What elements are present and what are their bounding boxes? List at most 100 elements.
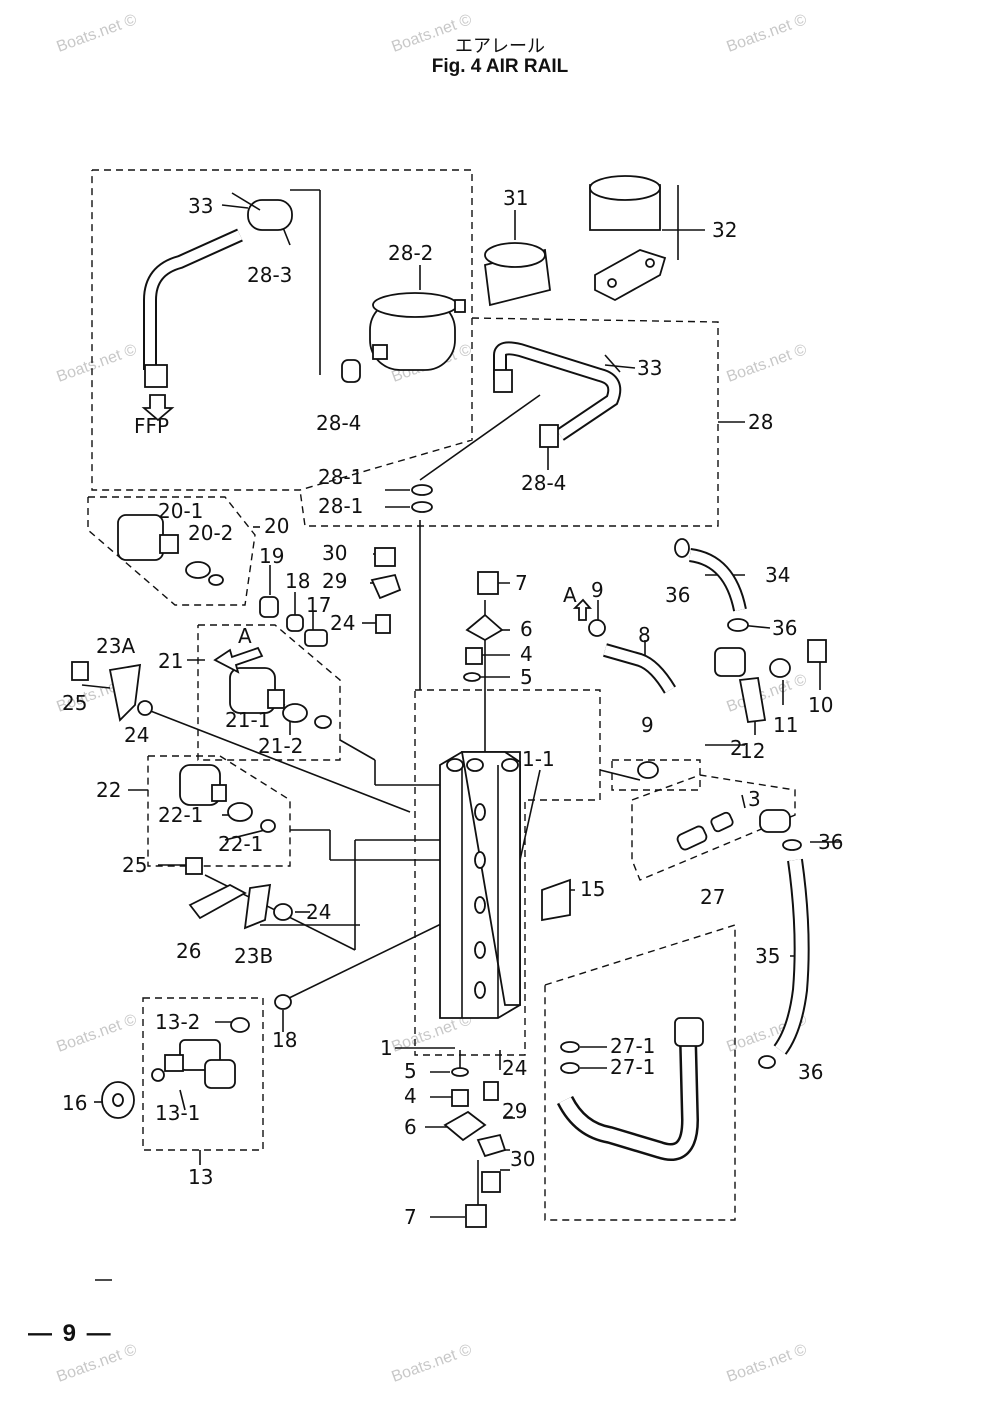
bracket-23a bbox=[108, 663, 142, 722]
label-29: 29 bbox=[502, 1099, 527, 1123]
o-ring-27-1 bbox=[560, 1062, 580, 1074]
label-5: 5 bbox=[520, 665, 533, 689]
label-22: 22 bbox=[96, 778, 121, 802]
part-labels: 33 28-3 28-2 31 32 33 28 28-4 28-4 28-1 … bbox=[62, 186, 843, 1229]
group-box-1 bbox=[414, 689, 601, 1056]
label-22-1: 22-1 bbox=[218, 832, 263, 856]
label-31: 31 bbox=[503, 186, 528, 210]
label-36: 36 bbox=[798, 1060, 823, 1084]
clamp-9 bbox=[588, 619, 606, 637]
group-box-20 bbox=[87, 496, 256, 606]
label-23b: 23B bbox=[234, 944, 273, 968]
bolt-25-top bbox=[71, 661, 89, 681]
label-36: 36 bbox=[818, 830, 843, 854]
label-24: 24 bbox=[124, 723, 149, 747]
label-6: 6 bbox=[404, 1115, 417, 1139]
clamp-36-bottom bbox=[758, 1055, 776, 1069]
label-21: 21 bbox=[158, 649, 183, 673]
label-12: 12 bbox=[740, 739, 765, 763]
label-10: 10 bbox=[808, 693, 833, 717]
label-16: 16 bbox=[62, 1091, 87, 1115]
group-box-9 bbox=[611, 759, 701, 791]
label-17: 17 bbox=[306, 593, 331, 617]
label-18: 18 bbox=[272, 1028, 297, 1052]
bolt-7-bottom bbox=[465, 1204, 487, 1228]
label-28-4: 28-4 bbox=[316, 411, 361, 435]
collar-24-mid bbox=[273, 903, 293, 921]
label-19: 19 bbox=[259, 544, 284, 568]
o-ring-28-1 bbox=[411, 484, 433, 496]
pressure-sensor-13 bbox=[151, 1017, 250, 1089]
label-6: 6 bbox=[520, 617, 533, 641]
o-ring-28-1 bbox=[411, 501, 433, 513]
label-28-1: 28-1 bbox=[318, 465, 363, 489]
label-32: 32 bbox=[712, 218, 737, 242]
label-a: A bbox=[238, 624, 252, 648]
insulator-4-top bbox=[465, 647, 483, 665]
figure-title: Fig. 4 AIR RAIL bbox=[431, 56, 569, 77]
label-4: 4 bbox=[520, 642, 533, 666]
hose-fitting bbox=[144, 364, 168, 388]
label-36: 36 bbox=[665, 583, 690, 607]
label-36: 36 bbox=[772, 616, 797, 640]
label-28-1: 28-1 bbox=[318, 494, 363, 518]
joint-fitting bbox=[714, 647, 746, 677]
bolt-30-top bbox=[374, 547, 396, 567]
label-29: 29 bbox=[322, 569, 347, 593]
label-ffp: FFP bbox=[134, 414, 169, 438]
regulator-21 bbox=[229, 667, 332, 729]
label-20-1: 20-1 bbox=[158, 499, 203, 523]
label-28-4: 28-4 bbox=[521, 471, 566, 495]
label-2: 2 bbox=[730, 736, 743, 760]
label-15: 15 bbox=[580, 877, 605, 901]
fuel-filter-28-2 bbox=[369, 292, 466, 371]
group-box-28-left bbox=[91, 169, 473, 491]
bolt-17 bbox=[304, 629, 328, 647]
collar-18 bbox=[286, 614, 304, 632]
label-7: 7 bbox=[515, 571, 528, 595]
label-18: 18 bbox=[285, 569, 310, 593]
page-number: — 9 — bbox=[28, 1320, 113, 1347]
label-13-1: 13-1 bbox=[155, 1101, 200, 1125]
label-35: 35 bbox=[755, 944, 780, 968]
clamp-36-lower bbox=[782, 839, 802, 851]
clamp-9-lower bbox=[637, 761, 659, 779]
label-30: 30 bbox=[510, 1147, 535, 1171]
label-34: 34 bbox=[765, 563, 790, 587]
fitting-3 bbox=[710, 811, 734, 833]
plate-29-top bbox=[370, 573, 402, 600]
clamp-33-top bbox=[231, 192, 293, 231]
terminal-12 bbox=[738, 677, 767, 723]
label-11: 11 bbox=[773, 713, 798, 737]
label-24: 24 bbox=[502, 1056, 527, 1080]
fitting-2 bbox=[676, 825, 708, 851]
label-3: 3 bbox=[748, 787, 761, 811]
clamp-28-4 bbox=[341, 359, 361, 383]
label-20-2: 20-2 bbox=[188, 521, 233, 545]
label-30: 30 bbox=[322, 541, 347, 565]
group-box-27 bbox=[544, 924, 736, 1221]
label-a: A bbox=[563, 583, 577, 607]
clamp-33-right bbox=[604, 354, 621, 373]
label-27-1: 27-1 bbox=[610, 1034, 655, 1058]
clamp-36 bbox=[727, 618, 749, 632]
plate-6-top bbox=[465, 613, 504, 642]
label-15 bbox=[541, 878, 571, 922]
label-13-2: 13-2 bbox=[155, 1010, 200, 1034]
label-28: 28 bbox=[748, 410, 773, 434]
seal-5-top bbox=[463, 672, 481, 682]
regulator-20 bbox=[117, 514, 224, 586]
band-31 bbox=[484, 242, 551, 307]
label-7: 7 bbox=[404, 1205, 417, 1229]
group-box-28-right bbox=[299, 317, 719, 527]
label-24: 24 bbox=[330, 611, 355, 635]
bolt-30-bottom bbox=[481, 1171, 501, 1193]
bracket-23b bbox=[243, 883, 272, 930]
collar-18-lower bbox=[274, 994, 292, 1010]
insulator-4-bottom bbox=[451, 1089, 469, 1107]
label-25: 25 bbox=[122, 853, 147, 877]
group-box-21 bbox=[197, 624, 341, 761]
label-13: 13 bbox=[188, 1165, 213, 1189]
bolt-10 bbox=[807, 639, 827, 663]
